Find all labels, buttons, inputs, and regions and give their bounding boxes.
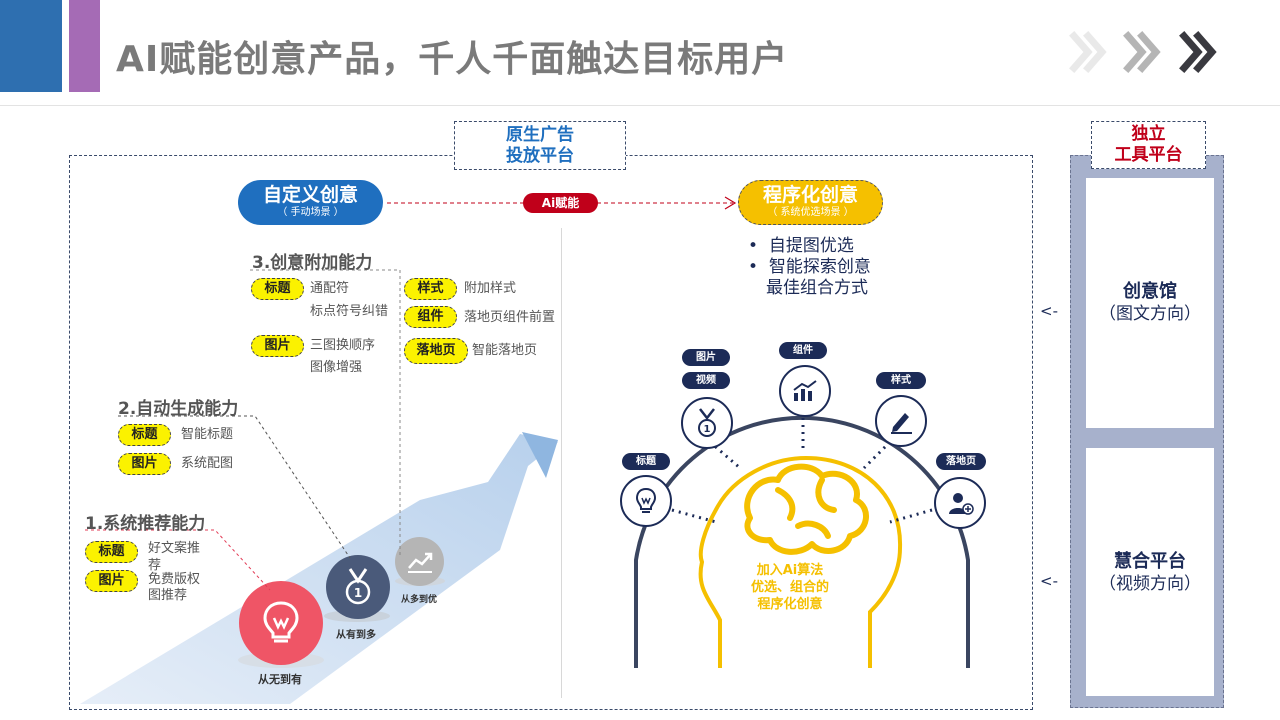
head-center-text: 加入Ai算法 优选、组合的 程序化创意 [730,562,850,613]
head-icon-pencil [875,395,927,447]
connector-lines [85,269,401,591]
growth-chart-icon [407,552,432,573]
header-blue-block [0,0,62,92]
huihe-text: 慧合平台 （视频方向） [1086,551,1214,595]
ai-empower-badge: Ai赋能 [523,193,598,213]
head-tag-component: 组件 [779,342,827,359]
ability3-tag-image: 图片 [251,335,304,357]
programmatic-creative-title: 程序化创意 [762,184,858,206]
ability1-text: 荐 [148,558,162,573]
custom-creative-title: 自定义创意 [262,184,358,206]
arrow-left-icon: <- [1040,302,1058,320]
ability2-tag-image: 图片 [118,453,171,475]
tool-card-huihe [1086,448,1214,696]
huihe-sub: （视频方向） [1099,574,1201,594]
ability3-text: 通配符 [310,281,350,296]
native-label-line1: 原生广告 [506,125,574,145]
head-tag-landing: 落地页 [936,453,986,470]
bullet-item: 最佳组合方式 [766,278,868,298]
ability2-title: 2.自动生成能力 [118,399,239,419]
ability3-text: 落地页组件前置 [464,310,556,325]
page-title: AI赋能创意产品，千人千面触达目标用户 [116,39,789,80]
head-center-line: 加入Ai算法 [756,563,824,578]
lightbulb-icon [263,601,299,643]
ability3-tag-landing: 落地页 [404,338,468,364]
native-label-line2: 投放平台 [506,146,574,166]
medal-icon: 1 [345,568,371,605]
ai-arrow [387,196,737,210]
head-icon-chart [779,365,831,417]
huihe-title: 慧合平台 [1114,551,1186,572]
center-divider [561,228,562,698]
head-tag-title: 标题 [622,453,670,470]
ability2-text: 系统配图 [181,456,234,471]
growth-road [80,432,558,704]
ability3-text: 图像增强 [310,360,363,375]
head-icon-medal: 1 [681,397,733,449]
stage-label-3: 从多到优 [401,595,438,605]
ability1-tag-title: 标题 [85,541,138,563]
stage-label-1: 从无到有 [258,673,302,686]
head-tag-style: 样式 [876,372,926,389]
custom-creative-pill: 自定义创意 （ 手动场景 ） [238,180,383,225]
medal-icon: 1 [698,408,716,437]
ability3-tag-component: 组件 [404,306,457,328]
head-tag-image: 图片 [682,349,730,366]
head-center-line: 程序化创意 [757,597,823,612]
ability3-text: 智能落地页 [472,343,538,358]
ability3-text: 标点符号纠错 [310,304,389,319]
stage-label-2: 从有到多 [336,630,376,641]
bullet-item: • 自提图优选 [748,236,854,256]
creative-hall-sub: （图文方向） [1099,304,1201,324]
lightbulb-icon [635,487,657,513]
add-user-icon [949,493,974,515]
programmatic-creative-sub: （ 系统优选场景 ） [767,207,854,218]
programmatic-creative-pill: 程序化创意 （ 系统优选场景 ） [738,180,883,225]
custom-creative-sub: （ 手动场景 ） [277,207,344,218]
ability1-tag-image: 图片 [85,570,138,592]
creative-hall-title: 创意馆 [1123,281,1177,302]
ability2-tag-title: 标题 [118,424,171,446]
header-divider [0,105,1280,106]
ability1-text: 图推荐 [148,588,188,603]
ability1-title: 1.系统推荐能力 [85,514,206,534]
arrow-left-icon: <- [1040,572,1058,590]
stage-circle-1 [239,581,323,665]
head-center-line: 优选、组合的 [750,580,829,595]
ability3-text: 三图换顺序 [310,338,376,353]
ability1-text: 好文案推 [148,541,201,556]
tool-label-line2: 工具平台 [1114,145,1183,165]
pencil-icon [891,413,912,434]
ability1-text: 免费版权 [148,572,201,587]
svg-text:1: 1 [354,586,362,600]
chevrons-icon [1069,31,1217,73]
head-icon-bulb [620,475,672,527]
programmatic-bullets: • 自提图优选 • 智能探索创意 最佳组合方式 [748,236,871,299]
ability2-text: 智能标题 [181,427,234,442]
native-platform-label: 原生广告 投放平台 [454,121,626,170]
tool-platform-label: 独立 工具平台 [1091,121,1206,169]
ability3-text: 附加样式 [464,281,517,296]
tool-card-creative-hall [1086,178,1214,428]
ability3-tag-style: 样式 [404,278,457,300]
head-icon-user [934,477,986,529]
bar-chart-icon [793,380,817,401]
ability3-tag-title: 标题 [251,278,304,300]
tool-label-line1: 独立 [1131,124,1166,144]
stage-circle-3 [395,537,444,586]
header-purple-block [69,0,100,92]
creative-hall-text: 创意馆 （图文方向） [1086,281,1214,325]
bullet-item: • 智能探索创意 [748,257,871,277]
svg-text:1: 1 [704,424,711,435]
stage-circle-2: 1 [326,555,390,619]
head-tag-video: 视频 [682,372,730,389]
ability3-title: 3.创意附加能力 [252,253,373,273]
